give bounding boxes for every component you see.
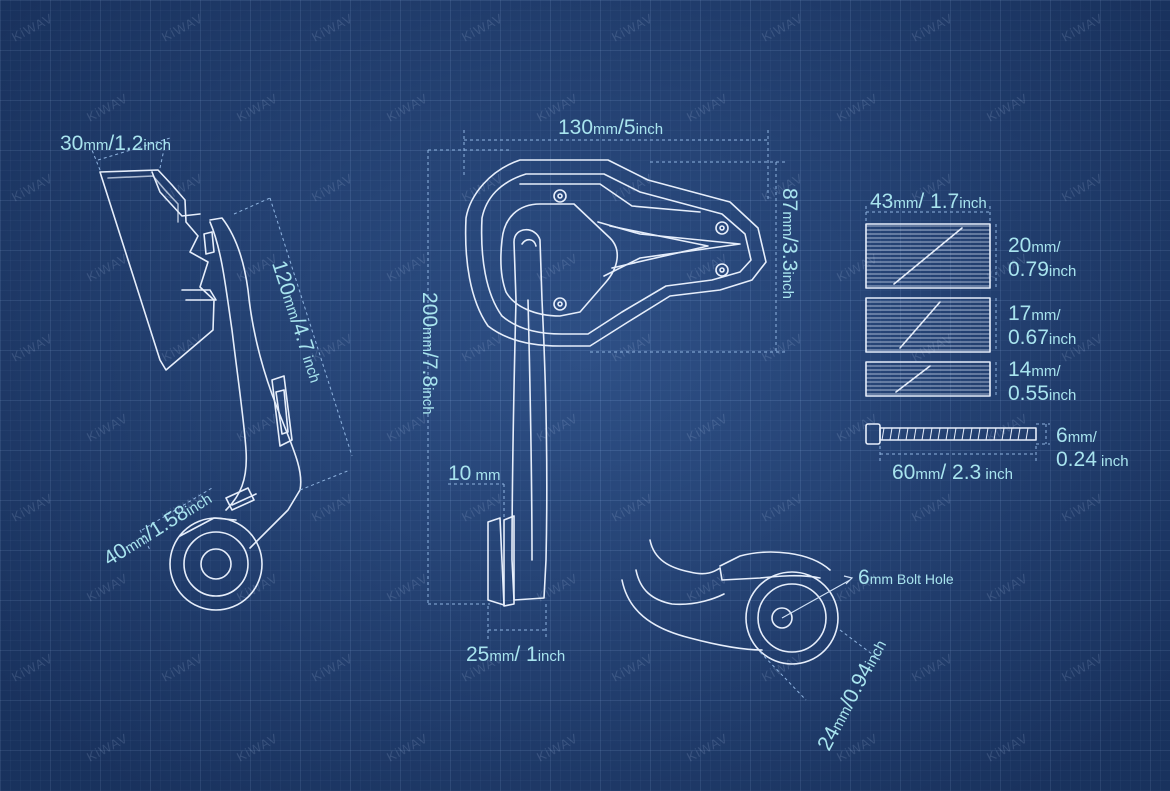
bolt — [865, 423, 1037, 445]
dimension-lines — [91, 130, 1050, 701]
spacer-3-label: 14mm/0.55inch — [1008, 358, 1077, 405]
base-width-label: 25mm/ 1inch — [466, 643, 566, 666]
front-width-label: 130mm/5inch — [558, 116, 664, 139]
side-width-label: 30mm/1.2inch — [60, 132, 171, 155]
spacer-1-label: 20mm/0.79inch — [1008, 234, 1077, 281]
spacer-2-label: 17mm/0.67inch — [1008, 302, 1077, 349]
bolt-hole-leader — [781, 579, 851, 619]
spacer-set — [865, 223, 991, 397]
stem-gap-label: 10 mm — [448, 462, 501, 485]
spacer-width-label: 43mm/ 1.7inch — [870, 190, 987, 213]
head-height-label: 87mm/3.3inch — [778, 188, 801, 299]
bolt-hole-label: 6mm Bolt Hole — [858, 566, 954, 589]
clamp-view — [621, 539, 839, 665]
front-view-mirror — [464, 159, 767, 607]
bolt-diameter-label: 6mm/0.24 inch — [1056, 424, 1129, 471]
bolt-length-label: 60mm/ 2.3 inch — [892, 461, 1013, 484]
side-view-mirror — [99, 169, 302, 611]
front-height-label: 200mm/7.8inch — [418, 292, 441, 415]
bolt-hole-arrow — [843, 575, 854, 585]
